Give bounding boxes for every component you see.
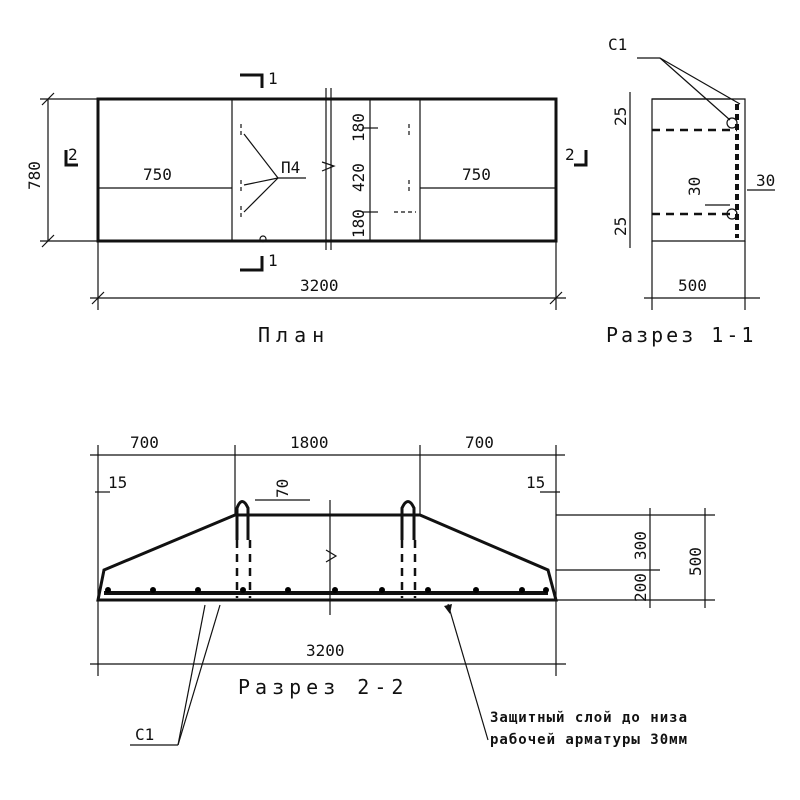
section-2-2-right-dim: 700	[465, 433, 494, 452]
plan-bottom-offset-dim: 180	[349, 209, 368, 238]
svg-text:1: 1	[268, 69, 278, 88]
loop-leader	[243, 133, 279, 179]
cover-note-line2: рабочей арматуры 30мм	[490, 732, 688, 748]
loop-label: П4	[281, 158, 300, 177]
cover-note-line1: Защитный слой до низа	[490, 710, 688, 726]
section-2-2-rebar-dots	[105, 587, 549, 593]
section-2-2-view: 700 1800 700 15 15 70	[90, 433, 715, 748]
section-2-2-edge-left-dim: 15	[108, 473, 127, 492]
plan-outline	[96, 97, 558, 243]
section-1-1-view: С1 25 25 30 30 500 Разрез 1-1	[606, 35, 775, 347]
section-2-2-loop-right	[400, 500, 416, 540]
section-1-1-outline	[651, 98, 746, 242]
section-mark-1-bottom	[240, 256, 264, 272]
plan-loops	[240, 124, 416, 243]
section-1-1-cover-right-dim: 30	[756, 171, 775, 190]
svg-text:2: 2	[68, 145, 78, 164]
section-2-2-loop-dim: 70	[273, 479, 292, 498]
svg-text:1: 1	[268, 251, 278, 270]
cover-note-leader	[447, 603, 489, 741]
plan-top-offset-dim: 180	[349, 113, 368, 142]
section-mark-1-top	[240, 73, 264, 88]
section-2-2-bar-label: С1	[135, 725, 154, 744]
section-2-2-total-height-dim: 500	[686, 547, 705, 576]
section-2-2-length-dim: 3200	[306, 641, 345, 660]
section-1-1-cover-inner-dim: 30	[685, 177, 704, 196]
section-2-2-edge-right-dim: 15	[526, 473, 545, 492]
section-2-2-loop-left	[235, 500, 250, 540]
plan-title: План	[258, 323, 330, 347]
section-1-1-bar-label: С1	[608, 35, 627, 54]
section-1-1-width-dim: 500	[678, 276, 707, 295]
section-2-2-mid-dim: 1800	[290, 433, 329, 452]
plan-height-dim: 780	[25, 161, 44, 190]
plan-view: П4 750 750 180 420 180 780 3200 1 1 2	[25, 69, 588, 347]
plan-right-bay-dim: 750	[462, 165, 491, 184]
section-2-2-outline	[96, 513, 558, 602]
svg-text:2: 2	[565, 145, 575, 164]
section-2-2-upper-dim: 300	[631, 531, 650, 560]
section-1-1-title: Разрез 1-1	[606, 323, 756, 347]
section-1-1-bottom-dim: 25	[611, 217, 630, 236]
plan-mid-dim: 420	[349, 163, 368, 192]
section-mark-2-right	[574, 150, 588, 167]
section-2-2-title: Разрез 2-2	[238, 675, 408, 699]
section-mark-2-left	[64, 150, 78, 167]
section-2-2-left-dim: 700	[130, 433, 159, 452]
plan-length-dim: 3200	[300, 276, 339, 295]
plan-left-bay-dim: 750	[143, 165, 172, 184]
section-2-2-lower-dim: 200	[631, 573, 650, 602]
section-1-1-top-dim: 25	[611, 107, 630, 126]
